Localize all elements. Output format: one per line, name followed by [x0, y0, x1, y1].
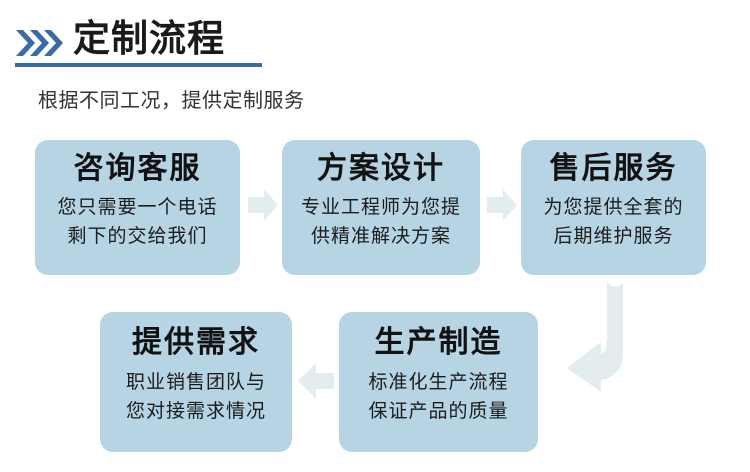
card-title: 提供需求	[132, 326, 260, 359]
card-body-line-2: 剩下的交给我们	[67, 226, 208, 247]
card-body-line-1: 专业工程师为您提	[300, 197, 461, 218]
card-body: 您只需要一个电话 剩下的交给我们	[57, 193, 217, 251]
card-title: 售后服务	[549, 152, 678, 185]
process-card-produce[interactable]: 生产制造 标准化生产流程 保证产品的质量	[339, 312, 538, 452]
card-body-line-2: 供精准解决方案	[310, 226, 451, 247]
card-title: 生产制造	[374, 326, 503, 359]
process-card-design[interactable]: 方案设计 专业工程师为您提 供精准解决方案	[282, 140, 480, 275]
page-subtitle: 根据不同工况，提供定制服务	[38, 90, 305, 112]
arrow-right-icon	[485, 186, 519, 224]
card-body-line-2: 您对接需求情况	[125, 401, 266, 422]
card-body-line-1: 标准化生产流程	[368, 372, 509, 393]
card-body-line-1: 您只需要一个电话	[57, 197, 218, 218]
card-body-line-2: 保证产品的质量	[368, 401, 509, 422]
card-title: 方案设计	[317, 152, 445, 185]
card-body: 专业工程师为您提 供精准解决方案	[301, 193, 461, 251]
triple-chevron-right-icon	[15, 28, 67, 58]
arrow-right-icon	[246, 186, 280, 224]
process-card-aftersales[interactable]: 售后服务 为您提供全套的 后期维护服务	[521, 140, 706, 275]
card-body: 标准化生产流程 保证产品的质量	[368, 368, 508, 426]
card-body: 职业销售团队与 您对接需求情况	[126, 368, 266, 426]
process-card-demand[interactable]: 提供需求 职业销售团队与 您对接需求情况	[100, 312, 292, 452]
elbow-arrow-down-left-icon	[563, 280, 683, 412]
card-title: 咨询客服	[73, 152, 202, 185]
arrow-left-icon	[296, 360, 336, 402]
card-body-line-1: 职业销售团队与	[125, 372, 266, 393]
card-body-line-1: 为您提供全套的	[543, 197, 684, 218]
title-underline	[15, 63, 262, 67]
page-title: 定制流程	[73, 18, 225, 59]
process-card-consult[interactable]: 咨询客服 您只需要一个电话 剩下的交给我们	[35, 140, 240, 275]
card-body-line-2: 后期维护服务	[553, 226, 674, 247]
page-header: 定制流程	[15, 16, 435, 74]
card-body: 为您提供全套的 后期维护服务	[543, 193, 683, 251]
